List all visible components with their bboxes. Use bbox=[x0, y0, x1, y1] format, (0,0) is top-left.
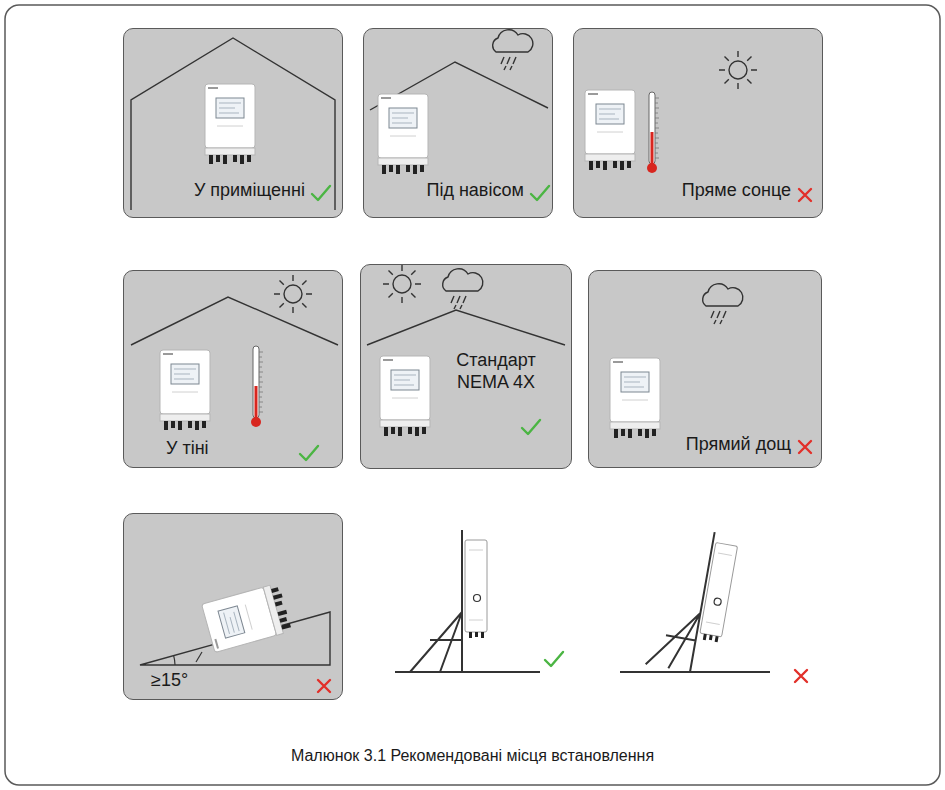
inverter-side bbox=[465, 540, 487, 638]
location-panel: Пряме сонце bbox=[573, 28, 823, 218]
location-label: Стандарт NEMA 4X bbox=[446, 349, 546, 393]
thermometer bbox=[251, 346, 263, 427]
rain-cloud bbox=[443, 269, 483, 309]
sun-symbol bbox=[274, 275, 312, 313]
inverter-icon bbox=[205, 84, 255, 164]
rain-cloud bbox=[493, 30, 533, 70]
check-mark bbox=[545, 652, 563, 666]
location-panel: Під навісом bbox=[363, 28, 553, 218]
location-panel: Стандарт NEMA 4X bbox=[360, 264, 572, 469]
location-label: Під навісом bbox=[426, 180, 524, 200]
inverter-icon bbox=[585, 90, 635, 170]
figure-caption: Малюнок 3.1 Рекомендовані місця встановл… bbox=[291, 747, 654, 764]
text-slot: Під навісом bbox=[426, 179, 524, 201]
angle-tick bbox=[196, 652, 202, 662]
text-slot: Пряме сонце bbox=[682, 179, 791, 201]
inverter-icon bbox=[380, 356, 430, 436]
check-mark bbox=[522, 420, 540, 434]
location-label: Пряме сонце bbox=[682, 180, 791, 200]
text-slot: У приміщенні bbox=[194, 179, 305, 201]
cross-mark bbox=[318, 680, 330, 692]
cross-mark bbox=[799, 441, 811, 453]
cross-mark bbox=[799, 189, 811, 201]
inverter-lying bbox=[202, 583, 292, 653]
canopy-roof bbox=[370, 62, 548, 110]
location-panel: У приміщенні bbox=[123, 28, 343, 218]
cross-mark bbox=[795, 670, 807, 682]
angle-arc bbox=[174, 656, 175, 665]
upright-stand bbox=[395, 530, 540, 672]
location-label: У тіні bbox=[166, 438, 209, 458]
text-slot: ≥15° bbox=[151, 669, 188, 691]
tilted-stand bbox=[620, 524, 770, 672]
inverter-icon bbox=[378, 94, 428, 174]
check-mark bbox=[300, 446, 318, 460]
canopy-roof bbox=[367, 310, 565, 345]
text-slot: Стандарт NEMA 4X bbox=[446, 349, 546, 393]
indoor-scene bbox=[131, 38, 335, 210]
slope-triangle bbox=[140, 612, 330, 665]
check-mark bbox=[312, 186, 330, 200]
sun-symbol bbox=[383, 265, 421, 303]
outer-frame bbox=[5, 5, 940, 785]
canopy-roof bbox=[131, 297, 338, 345]
text-slot: У тіні bbox=[166, 437, 209, 459]
inverter-icon bbox=[160, 350, 210, 430]
location-panel: У тіні bbox=[123, 270, 343, 468]
location-label: У приміщенні bbox=[194, 180, 305, 200]
thermometer bbox=[647, 92, 659, 173]
location-label: Прямий дощ bbox=[686, 434, 791, 454]
inverter-icon bbox=[610, 358, 660, 438]
inverter-tilted bbox=[699, 543, 738, 643]
location-panel: ≥15° bbox=[123, 513, 343, 700]
caption-slot: Малюнок 3.1 Рекомендовані місця встановл… bbox=[0, 745, 945, 767]
rain-cloud bbox=[703, 284, 743, 324]
location-label: ≥15° bbox=[151, 670, 188, 690]
location-panel: Прямий дощ bbox=[588, 270, 822, 468]
text-slot: Прямий дощ bbox=[686, 433, 791, 455]
check-mark bbox=[531, 186, 549, 200]
sun-symbol bbox=[719, 51, 757, 89]
